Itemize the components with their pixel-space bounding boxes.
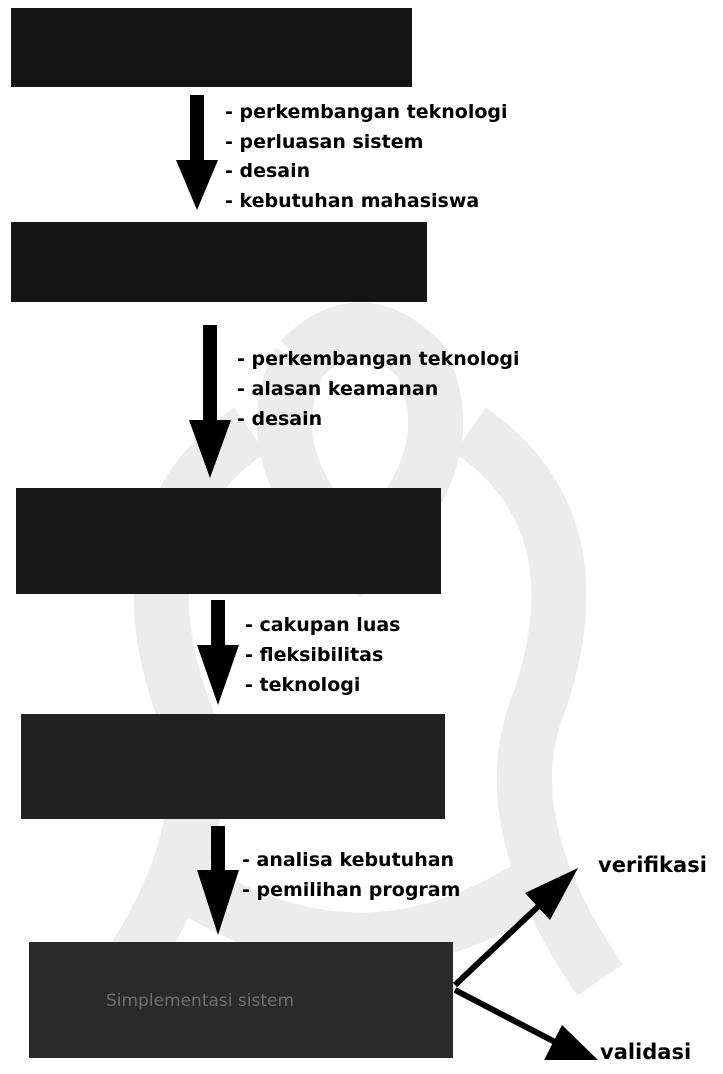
transition-notes-4: - analisa kebutuhan - pemilihan program <box>242 849 460 901</box>
note: - kebutuhan mahasiswa <box>225 190 479 212</box>
note: - fleksibilitas <box>245 644 383 666</box>
note: - perluasan sistem <box>225 131 423 153</box>
transition-notes-3: - cakupan luas - fleksibilitas - teknolo… <box>245 614 400 696</box>
stage-box-1 <box>11 8 412 87</box>
validate-arrow <box>455 990 598 1060</box>
transition-notes-2: - perkembangan teknologi - alasan keaman… <box>237 348 520 430</box>
note: - perkembangan teknologi <box>237 348 520 370</box>
verify-label: verifikasi <box>598 853 707 877</box>
note: - alasan keamanan <box>237 378 438 400</box>
note: - desain <box>225 160 310 182</box>
stage-box-5-label: Simplementasi sistem <box>106 991 294 1011</box>
stage-box-3 <box>16 488 441 594</box>
note: - teknologi <box>245 674 360 696</box>
flow-arrow-1 <box>176 95 218 210</box>
transition-notes-1: - perkembangan teknologi - perluasan sis… <box>225 101 508 212</box>
validate-label: validasi <box>600 1040 691 1064</box>
stage-box-2 <box>11 222 427 302</box>
note: - cakupan luas <box>245 614 400 636</box>
note: - perkembangan teknologi <box>225 101 508 123</box>
note: - desain <box>237 408 322 430</box>
note: - analisa kebutuhan <box>242 849 454 871</box>
stage-box-4 <box>21 714 445 819</box>
note: - pemilihan program <box>242 879 460 901</box>
